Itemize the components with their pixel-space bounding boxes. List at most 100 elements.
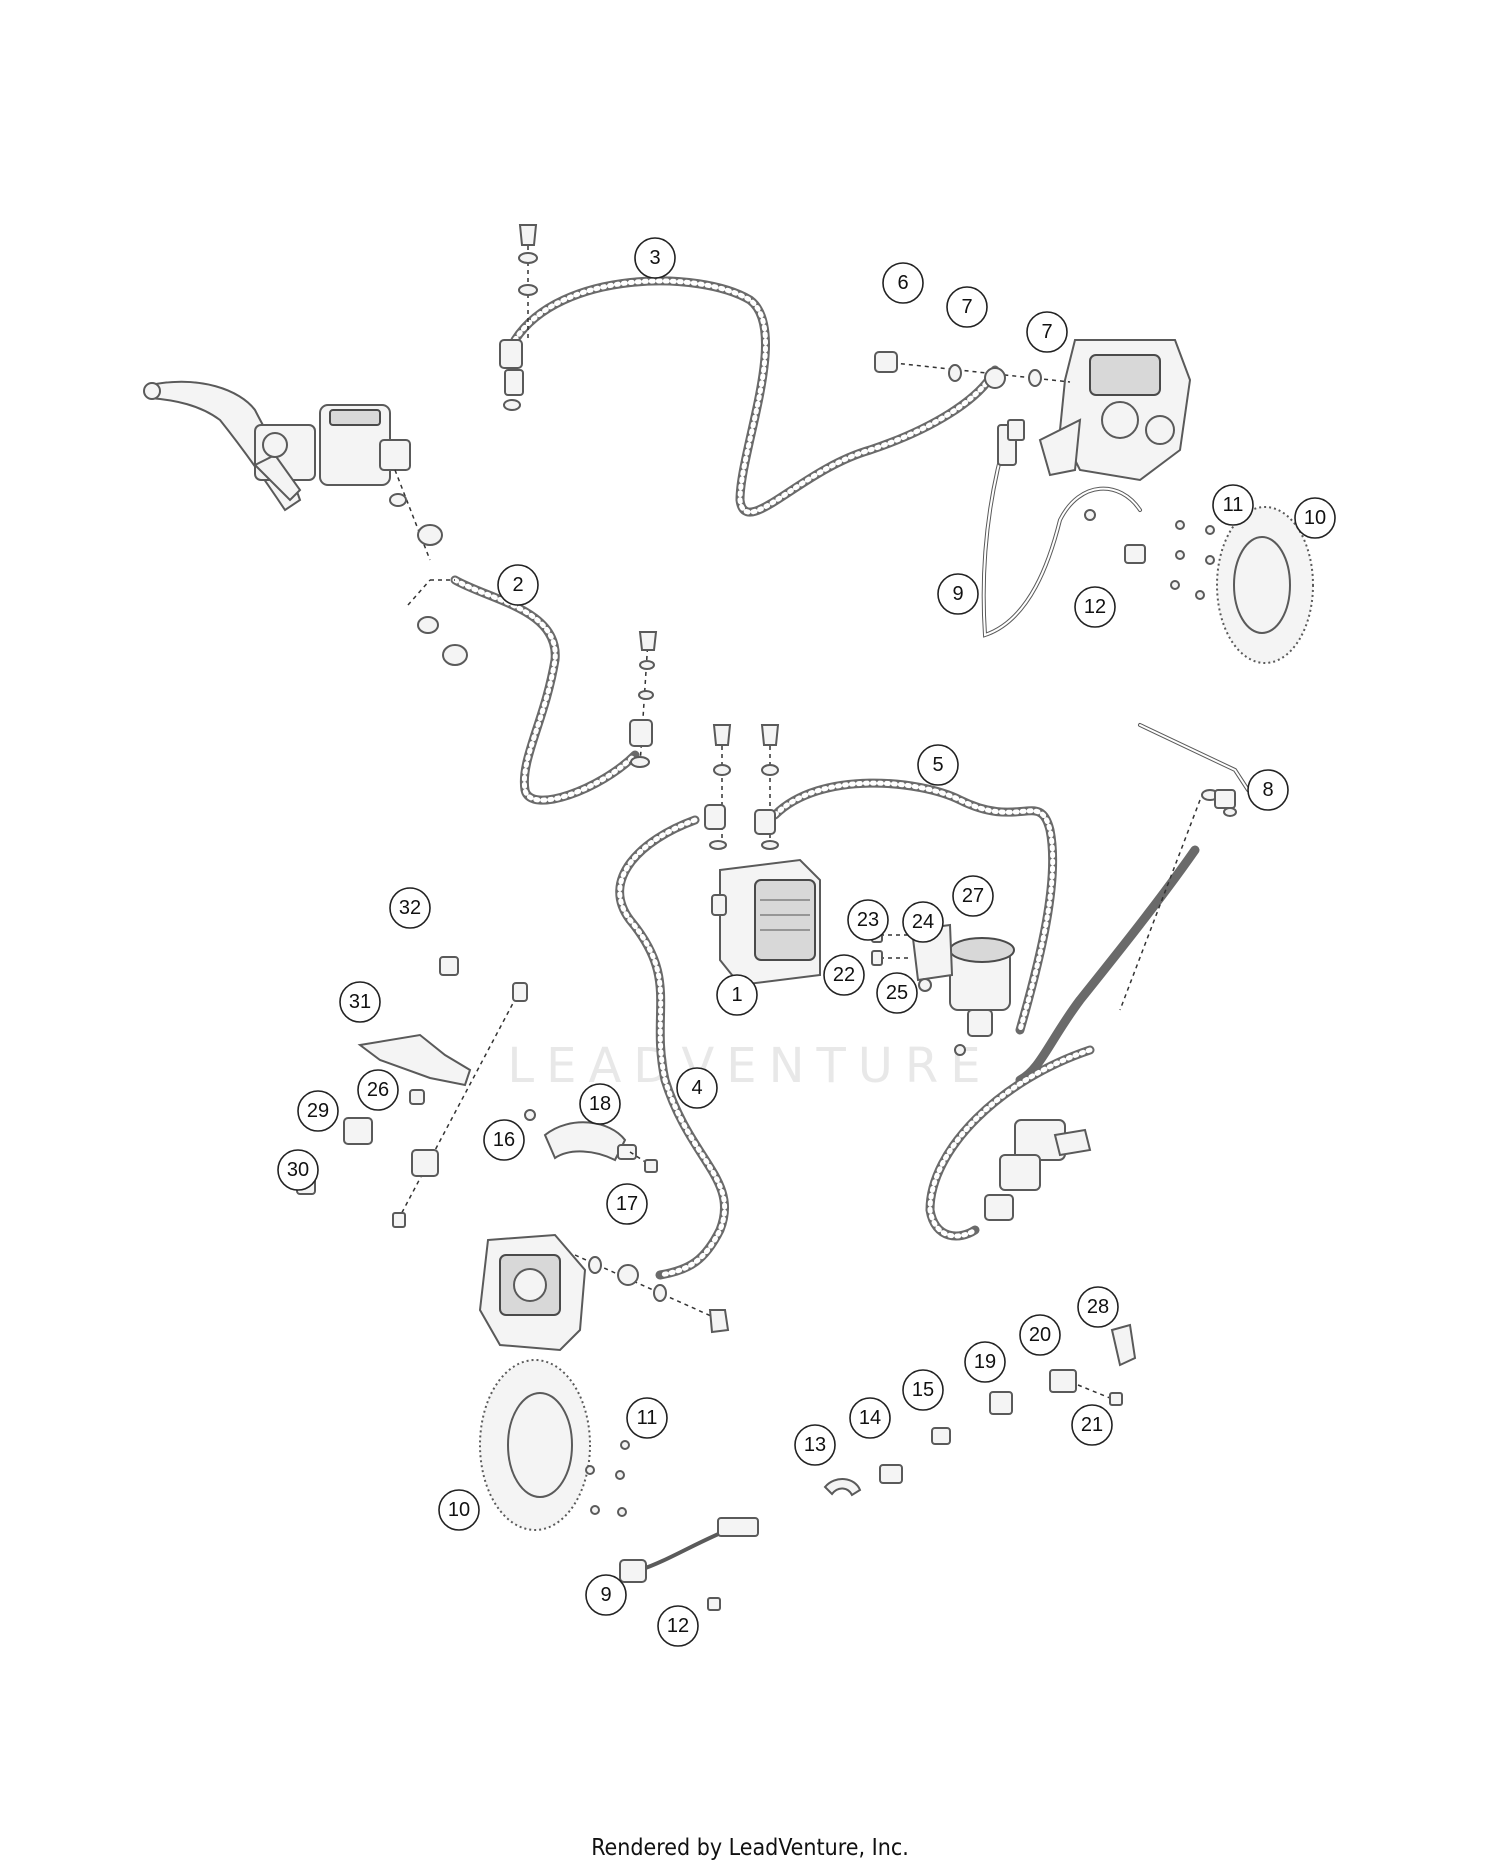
callout-22[interactable]: 22: [823, 954, 865, 996]
callout-21[interactable]: 21: [1071, 1404, 1113, 1446]
svg-text:23: 23: [857, 909, 879, 931]
callout-16[interactable]: 16: [483, 1119, 525, 1161]
rear-wheel-speed-sensor: [981, 419, 1146, 638]
svg-text:22: 22: [833, 964, 855, 986]
hose-clamp-18: [543, 1121, 637, 1162]
abs-hydraulic-unit: [711, 858, 821, 987]
callout-13[interactable]: 13: [794, 1424, 836, 1466]
callout-2[interactable]: 2: [497, 564, 539, 606]
svg-text:15: 15: [912, 1379, 934, 1401]
svg-text:32: 32: [399, 897, 421, 919]
callout-25[interactable]: 25: [876, 972, 918, 1014]
svg-text:16: 16: [493, 1129, 515, 1151]
callout-12-b[interactable]: 12: [657, 1605, 699, 1647]
svg-text:1: 1: [731, 984, 742, 1006]
svg-text:7: 7: [1041, 321, 1052, 343]
callout-10-b[interactable]: 10: [438, 1489, 480, 1531]
callout-18[interactable]: 18: [579, 1083, 621, 1125]
svg-text:5: 5: [932, 754, 943, 776]
hose-3-fittings: [499, 224, 538, 411]
svg-text:24: 24: [912, 911, 934, 933]
callout-14[interactable]: 14: [849, 1397, 891, 1439]
watermark-text: LEADVENTURE: [507, 1038, 992, 1094]
callout-19[interactable]: 19: [964, 1341, 1006, 1383]
callout-20[interactable]: 20: [1019, 1314, 1061, 1356]
callout-28[interactable]: 28: [1077, 1286, 1119, 1328]
abs-hose-fittings: [704, 724, 780, 850]
grommet-32: [439, 956, 459, 976]
callout-7-b[interactable]: 7: [1026, 311, 1068, 353]
clip-14: [879, 1464, 903, 1484]
svg-text:31: 31: [349, 991, 371, 1013]
brake-hose-2: [450, 575, 640, 805]
svg-text:10: 10: [1304, 507, 1326, 529]
holder-19: [989, 1391, 1013, 1415]
callout-30[interactable]: 30: [277, 1149, 319, 1191]
callout-4[interactable]: 4: [676, 1067, 718, 1109]
callout-3[interactable]: 3: [634, 237, 676, 279]
clamp-screws-16-17: [524, 1109, 658, 1173]
svg-text:19: 19: [974, 1351, 996, 1373]
footer-credit: Rendered by LeadVenture, Inc.: [591, 1835, 909, 1861]
svg-text:12: 12: [1084, 596, 1106, 618]
callout-5[interactable]: 5: [917, 744, 959, 786]
svg-text:14: 14: [859, 1407, 881, 1429]
callout-29[interactable]: 29: [297, 1090, 339, 1132]
svg-text:2: 2: [512, 574, 523, 596]
callout-27[interactable]: 27: [952, 875, 994, 917]
callout-11-b[interactable]: 11: [626, 1397, 668, 1439]
svg-text:13: 13: [804, 1434, 826, 1456]
screw-26: [409, 1089, 425, 1105]
clip-15: [931, 1427, 951, 1445]
rear-hose-fitting-8: [1214, 789, 1237, 817]
svg-text:8: 8: [1262, 779, 1273, 801]
rear-brake-caliper: [1038, 339, 1192, 482]
banjo-fittings-2: [389, 469, 468, 666]
callout-15[interactable]: 15: [902, 1369, 944, 1411]
svg-text:9: 9: [952, 583, 963, 605]
callout-23[interactable]: 23: [847, 899, 889, 941]
svg-text:20: 20: [1029, 1324, 1051, 1346]
rear-abs-ring-disc: [1216, 506, 1314, 664]
front-brake-caliper: [478, 1233, 587, 1352]
callout-11-a[interactable]: 11: [1212, 484, 1254, 526]
svg-text:29: 29: [307, 1100, 329, 1122]
bracket-31: [357, 1033, 472, 1087]
svg-text:26: 26: [367, 1079, 389, 1101]
callout-26[interactable]: 26: [357, 1069, 399, 1111]
brake-hose-4: [615, 815, 730, 1280]
svg-text:18: 18: [589, 1093, 611, 1115]
front-wheel-speed-sensor: [619, 1517, 759, 1611]
brake-hose-3: [510, 276, 1000, 517]
callout-12-a[interactable]: 12: [1074, 586, 1116, 628]
svg-text:27: 27: [962, 885, 984, 907]
callout-24[interactable]: 24: [902, 901, 944, 943]
callout-9-a[interactable]: 9: [937, 573, 979, 615]
callout-6[interactable]: 6: [882, 262, 924, 304]
svg-text:25: 25: [886, 982, 908, 1004]
damper-20: [1049, 1369, 1077, 1393]
svg-text:12: 12: [667, 1615, 689, 1637]
rear-master-cylinder: [984, 789, 1219, 1221]
damper-29: [343, 1117, 373, 1145]
svg-text:7: 7: [961, 296, 972, 318]
callout-10-a[interactable]: 10: [1294, 497, 1336, 539]
callout-32[interactable]: 32: [389, 887, 431, 929]
callout-17[interactable]: 17: [606, 1183, 648, 1225]
callout-9-b[interactable]: 9: [585, 1574, 627, 1616]
svg-text:30: 30: [287, 1159, 309, 1181]
svg-text:11: 11: [637, 1407, 658, 1429]
svg-text:3: 3: [649, 247, 660, 269]
front-disc-screws: [585, 1440, 630, 1517]
brake-hose-5: [770, 778, 1058, 1035]
svg-text:17: 17: [616, 1193, 638, 1215]
hose-2-end-fittings: [629, 631, 658, 768]
callout-8[interactable]: 8: [1247, 769, 1289, 811]
rear-disc-screws: [1084, 504, 1227, 600]
svg-text:28: 28: [1087, 1296, 1109, 1318]
callout-7-a[interactable]: 7: [946, 286, 988, 328]
callout-1[interactable]: 1: [716, 974, 758, 1016]
svg-text:10: 10: [448, 1499, 470, 1521]
callout-31[interactable]: 31: [339, 981, 381, 1023]
